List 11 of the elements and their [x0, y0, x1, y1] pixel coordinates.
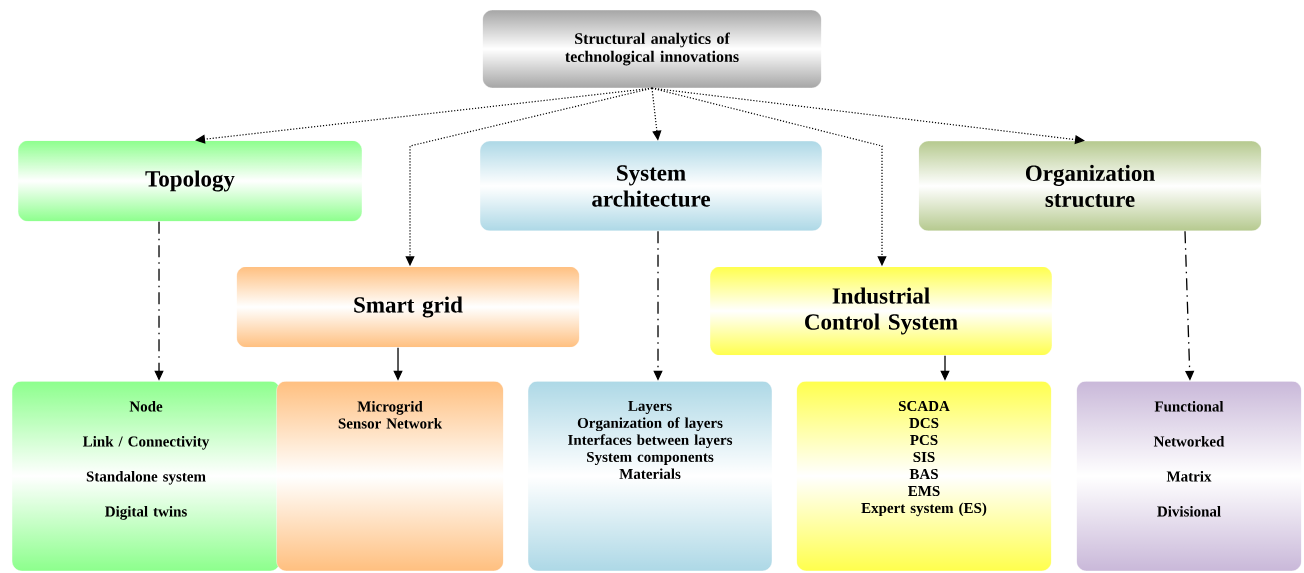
category-box: System architecture — [479, 140, 823, 232]
item-list-box: Functional Networked Matrix Divisional — [1076, 380, 1302, 572]
category-box: Organization structure — [918, 140, 1262, 232]
category-box: Smart grid — [236, 266, 580, 348]
item-list-box: Layers Organization of layers Interfaces between layers System components Materials — [527, 380, 773, 572]
title-box: Structural analytics of technological innovations — [482, 9, 822, 89]
item-list-box: Microgrid Sensor Network — [276, 380, 504, 572]
category-box: Industrial Control System — [709, 266, 1053, 356]
item-list-box: SCADA DCS PCS SIS BAS EMS Expert system (ES) — [796, 380, 1052, 572]
item-list-box: Node Link / Connectivity Standalone system Digital twins — [11, 380, 281, 572]
category-box: Topology — [17, 140, 363, 222]
